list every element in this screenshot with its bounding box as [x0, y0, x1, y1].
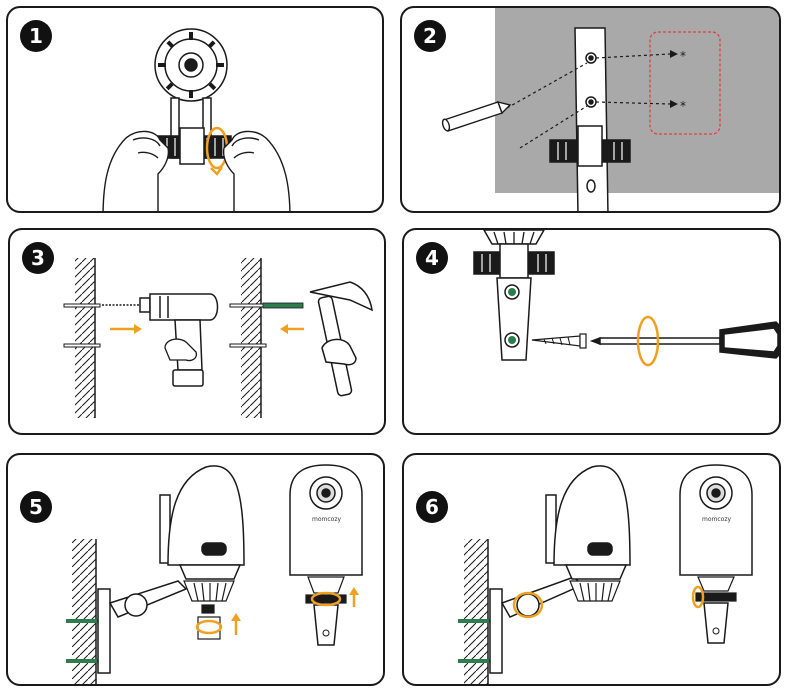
screwdriver-icon: [589, 321, 779, 359]
step-2-illustration: * *: [441, 8, 779, 211]
step-6-number-badge: 6: [416, 491, 448, 523]
camera-front-view: [289, 464, 363, 576]
rotate-arrow-icon: [310, 587, 359, 607]
wall-bracket: [703, 602, 729, 644]
step-4-illustration: [473, 230, 779, 367]
wall-bracket: [574, 27, 609, 211]
clamp-collar: [473, 230, 555, 279]
step-1-illustration: [102, 28, 291, 211]
wall-anchor: [458, 619, 500, 623]
wall-anchor: [66, 659, 108, 663]
clamp-collar: [150, 127, 232, 165]
camera-collar: [695, 576, 737, 602]
hands: [102, 130, 291, 211]
step-4-panel: 4: [402, 228, 781, 435]
mount-arm: [500, 576, 584, 618]
step-5-number-badge: 5: [20, 491, 52, 523]
rotate-arrow-icon: [691, 585, 705, 609]
rotate-arrow-icon: [195, 613, 241, 635]
hole-marker-bottom: *: [680, 99, 686, 113]
brand-label: momcozy: [312, 516, 341, 523]
step-1-number-badge: 1: [20, 20, 52, 52]
step-6-panel: 6: [402, 453, 781, 686]
step-4-number-badge: 4: [416, 242, 448, 274]
camera-collar: [569, 580, 621, 602]
pencil-icon: [441, 101, 512, 132]
step-3-panel: 3: [8, 228, 386, 435]
push-arrow-icon: [280, 324, 304, 334]
hammer-icon: [309, 281, 373, 397]
marked-hole-area: [649, 31, 721, 135]
wall-surface: [495, 8, 779, 193]
hole-marker-top: *: [680, 49, 686, 63]
step-3-illustration: [63, 258, 373, 418]
clamp-collar: [549, 125, 631, 167]
mount-base-plate: [154, 28, 228, 102]
wall: [72, 539, 97, 684]
rotate-arrow-icon: [636, 315, 660, 367]
step-6-illustration: momcozy: [458, 464, 753, 684]
camera-collar: [305, 576, 347, 604]
arm-knob: [516, 593, 540, 617]
step-5-illustration: momcozy: [66, 464, 363, 684]
camera-collar: [183, 580, 235, 602]
screw-hole-bottom: [504, 332, 520, 348]
wall-right: [229, 258, 267, 418]
mount-arm: [108, 580, 188, 618]
wall-left: [63, 258, 101, 418]
wall-bracket: [489, 588, 503, 674]
step-5-panel: 5: [6, 453, 385, 686]
step-2-number-badge: 2: [414, 20, 446, 52]
drill-icon: [102, 293, 219, 387]
camera-side-view: [159, 465, 245, 580]
wall-anchor: [458, 659, 500, 663]
push-arrow-icon: [110, 324, 142, 334]
arm-knob: [124, 593, 148, 617]
rotate-arrow-icon: [512, 591, 544, 619]
wall-anchor: [262, 302, 304, 309]
wall-anchor: [66, 619, 108, 623]
camera-side-view: [545, 465, 631, 580]
wall-bracket: [97, 588, 111, 674]
wall: [464, 539, 489, 684]
step-1-panel: 1: [6, 6, 384, 213]
drill-hand: [164, 338, 198, 362]
screw-icon: [531, 333, 587, 349]
screw-hole-top: [504, 284, 520, 300]
wall-bracket: [313, 604, 339, 646]
step-2-panel: 2 * *: [400, 6, 781, 213]
brand-label: momcozy: [702, 516, 731, 523]
step-3-number-badge: 3: [22, 242, 54, 274]
camera-front-view: [679, 464, 753, 576]
